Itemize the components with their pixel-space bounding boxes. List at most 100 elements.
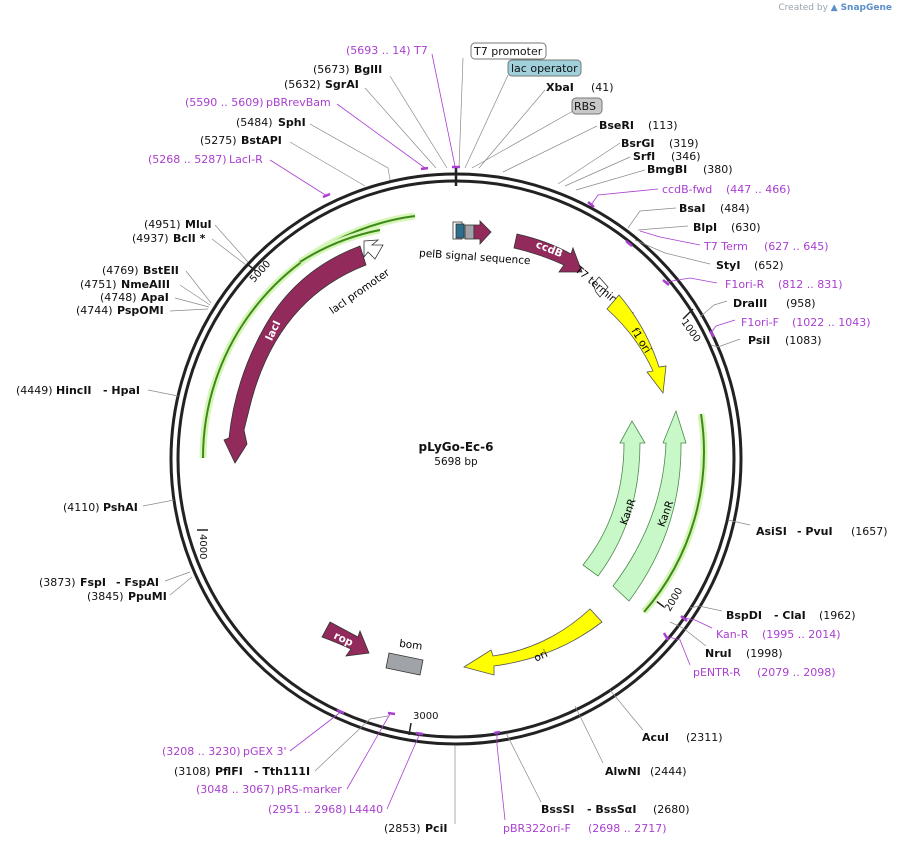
site-position: (484) (720, 202, 750, 215)
feature-rop-arrow (321, 621, 370, 657)
leader-line (502, 125, 598, 173)
orf-arcs (199, 212, 708, 615)
site-name-enzyme: BspDI (726, 609, 762, 622)
site-name-enzyme: BsrGI (621, 137, 654, 150)
site-name-enzyme: NmeAIII (121, 278, 170, 291)
site-name-enzyme: AsiSI (756, 525, 787, 538)
site-name-enzyme: BssSI (541, 803, 575, 816)
site-name-enzyme: ApaI (141, 291, 169, 304)
feature-t7-terminator-arrow (592, 276, 609, 298)
orf-arc-lacI (202, 215, 416, 459)
tick-mark (655, 600, 665, 608)
site-position: (5275) (200, 134, 237, 147)
site-position: (3108) (174, 765, 211, 778)
site-position: (5590 .. 5609) (185, 96, 264, 109)
tick-label-2000: 2000 (663, 586, 685, 614)
site-position: (3873) (39, 576, 76, 589)
site-position: (319) (669, 137, 699, 150)
primer-mark (587, 201, 595, 208)
leader-line (478, 89, 546, 169)
site-name-enzyme: BmgBI (647, 163, 687, 176)
primer-mark (662, 279, 670, 286)
leader-line (142, 499, 175, 507)
leader-line (147, 389, 179, 397)
site-name-enzyme: BseRI (599, 119, 634, 132)
site-leaders (142, 53, 751, 824)
tick-mark (246, 263, 257, 272)
site-name-enzyme: SrfI (633, 150, 655, 163)
site-position: (380) (703, 163, 733, 176)
site-name-primer: F1ori-F (741, 316, 779, 329)
site-name-enzyme-2: - ClaI (774, 609, 806, 622)
leader-line (211, 238, 247, 266)
leader-line (289, 141, 366, 187)
site-position: (1083) (785, 334, 822, 347)
leader-line (575, 169, 646, 191)
site-position: (2680) (653, 803, 690, 816)
site-position: (958) (786, 297, 816, 310)
site-name-enzyme-2: - HpaI (103, 384, 140, 397)
leader-line (185, 270, 212, 304)
site-labels: (5693 .. 14) T7 (5673) BglII (5632) SgrA… (16, 44, 888, 835)
leader-line (364, 87, 437, 169)
site-position: (5268 .. 5287) (148, 153, 227, 166)
leader-line (727, 519, 751, 526)
leader-line (464, 74, 509, 169)
site-position: (1022 .. 1043) (792, 316, 871, 329)
site-name-primer: LacI-R (229, 153, 263, 166)
site-position: (1657) (851, 525, 888, 538)
site-name-enzyme: PspOMI (117, 304, 164, 317)
feature-label-pelb: pelB signal sequence (419, 247, 531, 267)
site-position: (812 .. 831) (778, 278, 843, 291)
leader-line (386, 733, 421, 810)
leader-line (164, 571, 191, 582)
primer-mark (387, 711, 396, 716)
site-name-primer: pBRrevBam (266, 96, 331, 109)
tick-mark (682, 308, 694, 320)
leader-line (689, 605, 723, 612)
leader-line (699, 300, 728, 318)
site-name-primer: ccdB-fwd (662, 183, 712, 196)
primer-marks (322, 165, 716, 736)
primer-mark (625, 240, 633, 247)
site-name-enzyme: HincII (56, 384, 92, 397)
site-position: (5673) (313, 63, 350, 76)
leader-line (496, 734, 506, 821)
site-name-enzyme: AlwNI (605, 765, 641, 778)
primer-mark (420, 166, 429, 171)
site-position: (4951) (144, 218, 181, 231)
feature-pelb-arrow (473, 220, 492, 246)
rbs-label: RBS (574, 100, 596, 113)
site-name-primer: pRS-marker (277, 783, 342, 796)
lac-operator-label: lac operator (511, 62, 578, 75)
site-position: (346) (671, 150, 701, 163)
feature-kanr-outer-arrow (612, 409, 687, 602)
leader-line (174, 297, 210, 308)
leader-line (314, 715, 389, 772)
feature-label-ori: ori (532, 648, 549, 665)
feature-ori-arrow (463, 608, 603, 676)
site-name-enzyme: FspI (80, 576, 106, 589)
feature-ccdb-arrow (513, 233, 583, 273)
leader-line (389, 75, 448, 169)
site-position: (4744) (76, 304, 113, 317)
leader-line (169, 576, 193, 596)
leader-line (169, 308, 209, 312)
feature-bom-box (385, 652, 424, 676)
leader-line (627, 207, 677, 229)
leader-line (309, 123, 391, 181)
feature-lac-operator-block (455, 223, 465, 239)
site-name-enzyme-2: - FspAI (116, 576, 159, 589)
credit-brand: SnapGene (840, 3, 892, 13)
site-position: (1962) (819, 609, 856, 622)
leader-line (683, 617, 713, 629)
leader-line (574, 705, 604, 764)
site-name-enzyme: PciI (425, 822, 447, 835)
credit-prefix: Created by (778, 3, 828, 13)
site-name-enzyme: BclI * (173, 232, 206, 245)
leader-line (590, 188, 659, 206)
site-position: (4751) (80, 278, 117, 291)
site-position: (652) (754, 259, 784, 272)
plasmid-name: pLyGo-Ec-6 (419, 440, 494, 454)
